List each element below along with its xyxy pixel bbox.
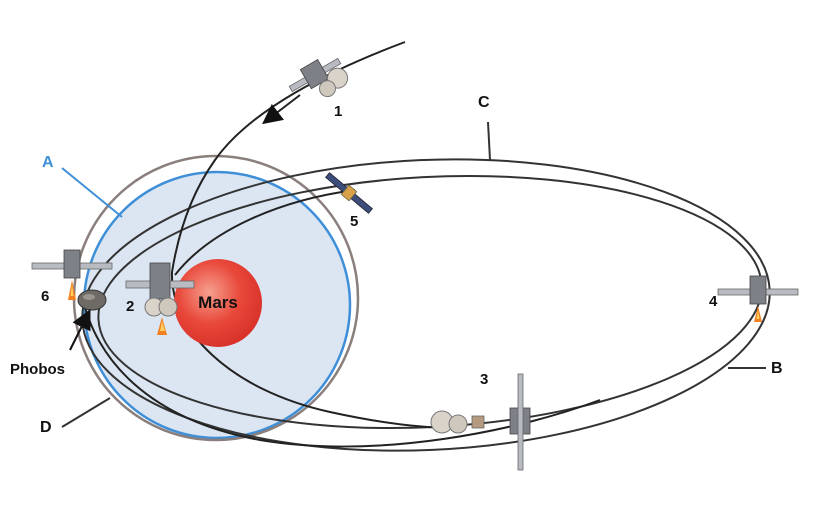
stage-3-label: 3 xyxy=(480,371,488,388)
mars-label: Mars xyxy=(198,293,238,312)
spacecraft-5 xyxy=(325,172,373,214)
spacecraft-1 xyxy=(288,57,349,98)
spacecraft-2 xyxy=(125,262,195,335)
spacecraft-6 xyxy=(31,249,113,300)
approach-trajectory xyxy=(171,41,406,273)
orbit-d-label: D xyxy=(40,419,52,436)
phobos-moon xyxy=(77,289,107,311)
stage-6-label: 6 xyxy=(41,288,49,305)
orbit-a-label: A xyxy=(42,154,54,171)
spacecraft-3 xyxy=(430,373,531,471)
label-a-leader xyxy=(61,167,123,218)
trajectory-to-5 xyxy=(174,189,356,276)
label-c-leader xyxy=(487,121,491,161)
stage-4-label: 4 xyxy=(709,293,718,310)
stage-1-label: 1 xyxy=(334,103,342,120)
approach-arrow xyxy=(262,94,301,125)
stage-2-label: 2 xyxy=(126,298,134,315)
orbit-c-label: C xyxy=(478,94,490,111)
spacecraft-4 xyxy=(717,275,799,322)
label-d-leader xyxy=(61,397,111,428)
phobos-arrow xyxy=(69,309,91,351)
orbit-b-label: B xyxy=(771,360,783,377)
stage-5-label: 5 xyxy=(350,213,358,230)
mars-planet xyxy=(174,259,262,347)
phobos-label: Phobos xyxy=(10,361,65,378)
